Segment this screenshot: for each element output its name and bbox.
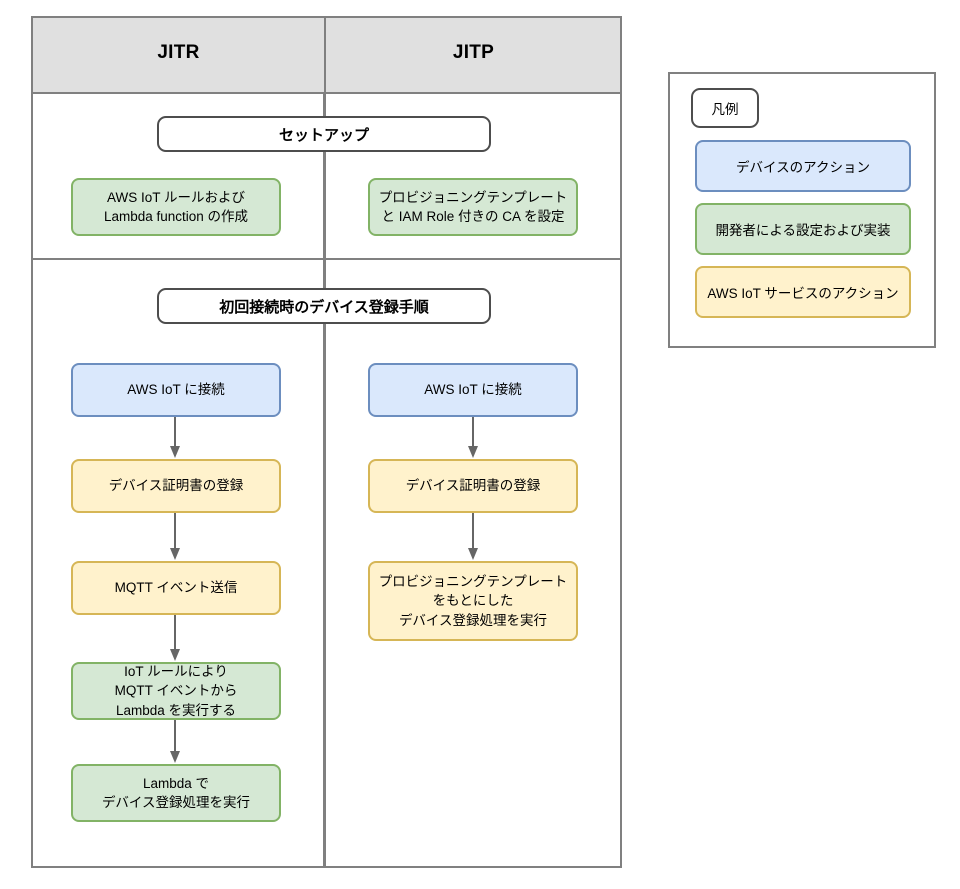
spine-enroll-bottom xyxy=(323,322,325,868)
table-column-divider xyxy=(324,16,326,868)
column-header-jitp: JITP xyxy=(452,42,495,63)
spine-setup-bottom xyxy=(323,150,325,258)
legend-item-aws-iot-action: AWS IoT サービスのアクション xyxy=(695,266,911,318)
comparison-table xyxy=(31,16,622,868)
node-enroll-jitr-3: IoT ルールにより MQTT イベントから Lambda を実行する xyxy=(71,662,281,720)
column-header-jitr: JITR xyxy=(157,42,200,63)
arrow-jitr-1-2 xyxy=(167,513,183,561)
table-row-divider-header xyxy=(31,92,622,94)
spine-setup-top xyxy=(323,94,325,118)
legend-item-developer-setup: 開発者による設定および実装 xyxy=(695,203,911,255)
section-header-enroll: 初回接続時のデバイス登録手順 xyxy=(157,288,491,324)
arrow-jitr-3-4 xyxy=(167,720,183,764)
legend-item-device-action: デバイスのアクション xyxy=(695,140,911,192)
node-setup-jitr-0: AWS IoT ルールおよび Lambda function の作成 xyxy=(71,178,281,236)
arrow-jitr-0-1 xyxy=(167,417,183,459)
arrow-jitp-1-2 xyxy=(465,513,481,561)
spine-enroll-top xyxy=(323,260,325,290)
table-header-band xyxy=(33,18,620,92)
table-row-divider-sections xyxy=(31,258,622,260)
section-header-setup: セットアップ xyxy=(157,116,491,152)
node-enroll-jitp-1: デバイス証明書の登録 xyxy=(368,459,578,513)
node-enroll-jitr-2: MQTT イベント送信 xyxy=(71,561,281,615)
arrow-jitp-0-1 xyxy=(465,417,481,459)
node-enroll-jitp-0: AWS IoT に接続 xyxy=(368,363,578,417)
node-enroll-jitr-0: AWS IoT に接続 xyxy=(71,363,281,417)
legend-title: 凡例 xyxy=(691,88,759,128)
node-enroll-jitp-2: プロビジョニングテンプレート をもとにした デバイス登録処理を実行 xyxy=(368,561,578,641)
arrow-jitr-2-3 xyxy=(167,615,183,662)
node-setup-jitp-0: プロビジョニングテンプレート と IAM Role 付きの CA を設定 xyxy=(368,178,578,236)
node-enroll-jitr-4: Lambda で デバイス登録処理を実行 xyxy=(71,764,281,822)
node-enroll-jitr-1: デバイス証明書の登録 xyxy=(71,459,281,513)
